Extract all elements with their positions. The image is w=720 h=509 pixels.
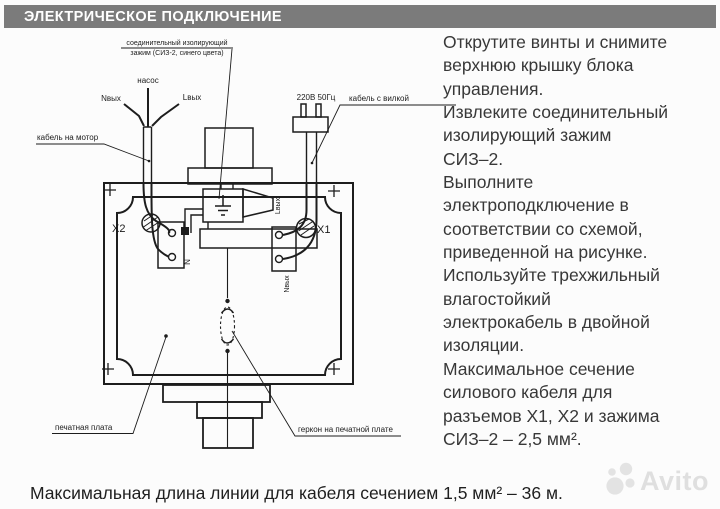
section-title: ЭЛЕКТРИЧЕСКОЕ ПОДКЛЮЧЕНИЕ [24,8,282,25]
l-out-board-label: Lвых [275,197,282,214]
n-out-wire-label: Nвых [101,94,121,103]
siz-connector-cone [242,187,274,218]
instruction-line: электрокабель в двойной [443,312,650,333]
plug-body-icon [292,116,329,133]
instruction-line: верхнюю крышку блока [443,55,634,76]
gland-neck [196,401,263,419]
reed-leader-line [231,330,401,437]
control-box-outline [103,182,354,385]
reed-switch-group [219,248,236,385]
avito-watermark-text: Avito [640,466,709,496]
top-gland-cap [204,127,254,169]
reed-bulb-caps [220,308,235,344]
l-out-wire-label: Lвых [183,93,201,102]
n-out-wire [123,103,145,127]
instruction-line: управления. [443,78,544,99]
avito-logo-icon [606,462,635,495]
reed-switch-label: геркон на печатной плате [298,425,393,434]
terminal-block-x1: X1 [271,183,330,272]
instruction-line: электроподключение в [443,195,629,216]
x1-wire-top [282,183,308,236]
wire-bus-band [199,228,318,249]
pcb-annotation: печатная плата [52,334,168,434]
bus-wiring-group [181,208,318,249]
neutral-label: N [183,259,192,265]
plug-prong-right [315,103,322,118]
instruction-line: влагостойкий [443,288,551,309]
plug-cable-leader [311,104,456,164]
plug-prong-left [300,103,307,118]
motor-cable [142,126,153,183]
instruction-line: разъемов X1, X2 и зажима [443,405,660,426]
x1-wire-bottom [282,183,318,260]
siz-clamp-label-line2: зажим (СИЗ-2, синего цвета) [130,50,223,57]
siz-clamp-label-line1: соединительный изолирующий [126,39,227,47]
pcb-leader-line [52,336,167,434]
n-out-board-label: Nвых [284,275,291,293]
instruction-line: Выполните [443,172,534,193]
x2-cable-clamp-icon [141,213,161,233]
plug-cable-label: кабель с вилкой [349,94,409,103]
x1-clamp-hatching [298,218,315,236]
x1-screw-top [274,230,284,240]
motor-cable-leader-dot [147,159,151,163]
max-line-length-note: Максимальная длина линии для кабеля сече… [30,483,563,503]
motor-wires-group: насос Nвых Lвых кабель на мотор [36,76,201,183]
reed-contact-bottom [225,348,230,354]
instruction-line: Используйте трехжильный [443,265,660,286]
plug-cable [305,132,318,183]
instructions-column: Открутите винты и снимите верхнюю крышку… [443,31,720,451]
x2-label: X2 [112,223,125,235]
bottom-gland-group [162,384,271,449]
pcb-leader-dot [164,334,168,338]
x1-screw-bottom [274,254,284,264]
x1-block-outline [271,226,297,272]
instruction-line: Максимальное сечение [443,358,635,379]
reed-glass-bulb [219,306,236,346]
pcb-plate-outline [116,196,342,376]
wiring-diagram: соединительный изолирующий зажим (СИЗ-2,… [36,39,456,449]
pcb-label: печатная плата [55,423,113,432]
plug-cable-leader-dot [310,161,314,165]
x2-screw-top [167,228,177,238]
pump-label: насос [137,76,158,85]
top-gland-flange [187,167,273,185]
x2-wire-top [142,182,171,234]
instruction-line: Извлеките соединительный [443,102,669,123]
gland-flange [162,384,271,403]
reed-contact-top [225,298,230,304]
l-out-wire [151,103,180,127]
instruction-line: изолирующий зажим [443,125,612,146]
siz-leader-line [218,48,233,200]
instruction-line: изоляции. [443,335,525,356]
reed-annotation: геркон на печатной плате [231,330,401,437]
x2-to-siz-wire [184,208,203,233]
instruction-line: приведенной на рисунке. [443,242,648,263]
instruction-line: соответствии со схемой, [443,218,643,239]
x2-block-outline [157,221,185,269]
motor-cable-label: кабель на мотор [37,133,99,142]
plug-cable-group: 220В 50Гц кабель с вилкой [292,93,456,183]
section-header-bar: ЭЛЕКТРИЧЕСКОЕ ПОДКЛЮЧЕНИЕ [4,5,716,28]
ground-terminal-group [202,183,274,223]
x2-screw-bottom [167,252,177,262]
instruction-line: СИЗ–2. [443,148,504,169]
wire-junction-pad [181,227,189,235]
instruction-line: Открутите винты и снимите [443,32,668,52]
earth-ground-icon [215,195,231,216]
motor-cable-leader [36,143,150,162]
avito-watermark: Avito [600,460,715,502]
siz-clamp-annotation: соединительный изолирующий зажим (СИЗ-2,… [121,39,233,200]
x1-label: X1 [317,224,330,236]
instruction-line: силового кабеля для [443,382,613,403]
terminal-block-x2: X2 N [112,182,192,269]
corner-screw-marks [102,184,340,375]
x2-clamp-hatching [143,214,160,231]
ground-feed-wires [220,183,234,189]
power-rating-label: 220В 50Гц [297,93,336,102]
instruction-line: СИЗ–2 – 2,5 мм². [443,428,582,449]
